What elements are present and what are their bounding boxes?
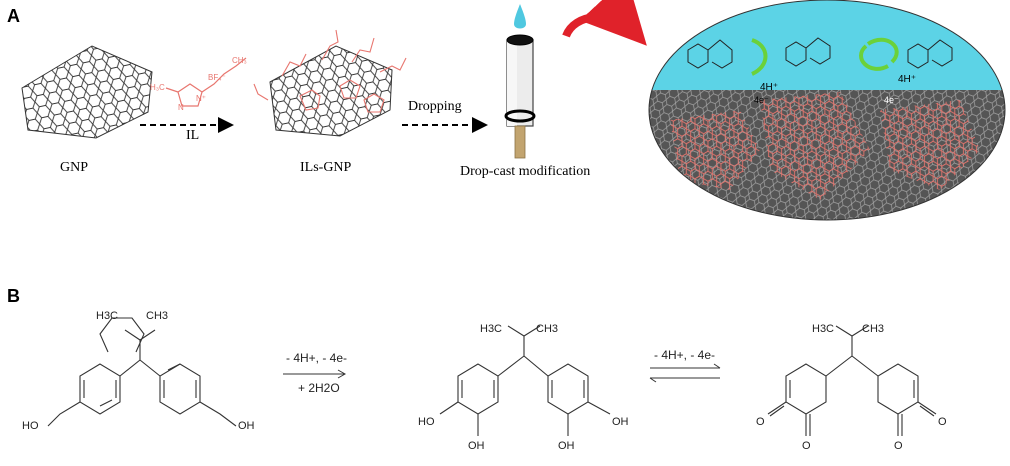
mol3-o-3: O — [938, 416, 947, 428]
reaction-arrow-1-head — [337, 369, 347, 379]
zoom-arrow-icon — [562, 0, 647, 46]
mol2-oh-3: OH — [558, 440, 575, 452]
step1-conditions-bottom: + 2H2O — [298, 381, 340, 395]
il-n-label: N — [178, 103, 184, 112]
mol2-ch3: CH3 — [536, 323, 559, 335]
mol2-oh-2: OH — [612, 416, 629, 428]
il-n-plus-label: N⁺ — [196, 94, 206, 103]
il-h3c-label: H₃C — [150, 83, 165, 92]
green-cycle-icon — [859, 44, 889, 71]
mol2-h3c: H3C — [480, 323, 503, 335]
protons-label-1: 4H⁺ — [760, 82, 779, 93]
panel-a-label: A — [7, 6, 20, 26]
il-label: IL — [186, 128, 200, 143]
step2-conditions-top: - 4H+, - 4e- — [654, 348, 716, 362]
water-drop-icon — [514, 4, 526, 29]
protons-label-2: 4H⁺ — [898, 74, 917, 85]
green-arrow-icon — [751, 38, 768, 76]
surface-view-outline — [648, 0, 1006, 221]
mol2-oh-1: OH — [468, 440, 485, 452]
electrons-label-1: 4e⁻ — [754, 95, 769, 105]
il-ch3-label: CH₃ — [232, 56, 247, 65]
mol2-ho-1: HO — [418, 416, 435, 428]
il-bf4-label: BF₄⁻ — [208, 73, 226, 82]
mol3-o-4: O — [894, 440, 903, 452]
dropping-label: Dropping — [408, 99, 462, 114]
mol1-ch3: CH3 — [146, 310, 169, 322]
reaction-structures — [47, 317, 937, 436]
mol1-oh-left: HO — [22, 420, 39, 432]
mol1-h3c: H3C — [96, 310, 119, 322]
gnp-sheet — [21, 45, 153, 139]
mol3-o-1: O — [756, 416, 765, 428]
step1-conditions-top: - 4H+, - 4e- — [286, 351, 348, 365]
mol3-ch3: CH3 — [862, 323, 885, 335]
dropcast-caption: Drop-cast modification — [460, 164, 591, 179]
mol3-h3c: H3C — [812, 323, 835, 335]
panel-b-label: B — [7, 286, 20, 306]
mol1-oh-right: OH — [238, 420, 255, 432]
ils-gnp-caption: ILs-GNP — [300, 160, 352, 175]
electrode — [504, 4, 536, 159]
ils-gnp-sheet — [253, 29, 407, 137]
electrons-label-2: 4e⁻ — [884, 95, 899, 105]
gnp-caption: GNP — [60, 160, 89, 175]
ionic-liquid-molecule — [165, 57, 247, 107]
electrode-surface-view — [649, 0, 1005, 220]
mol3-o-2: O — [802, 440, 811, 452]
